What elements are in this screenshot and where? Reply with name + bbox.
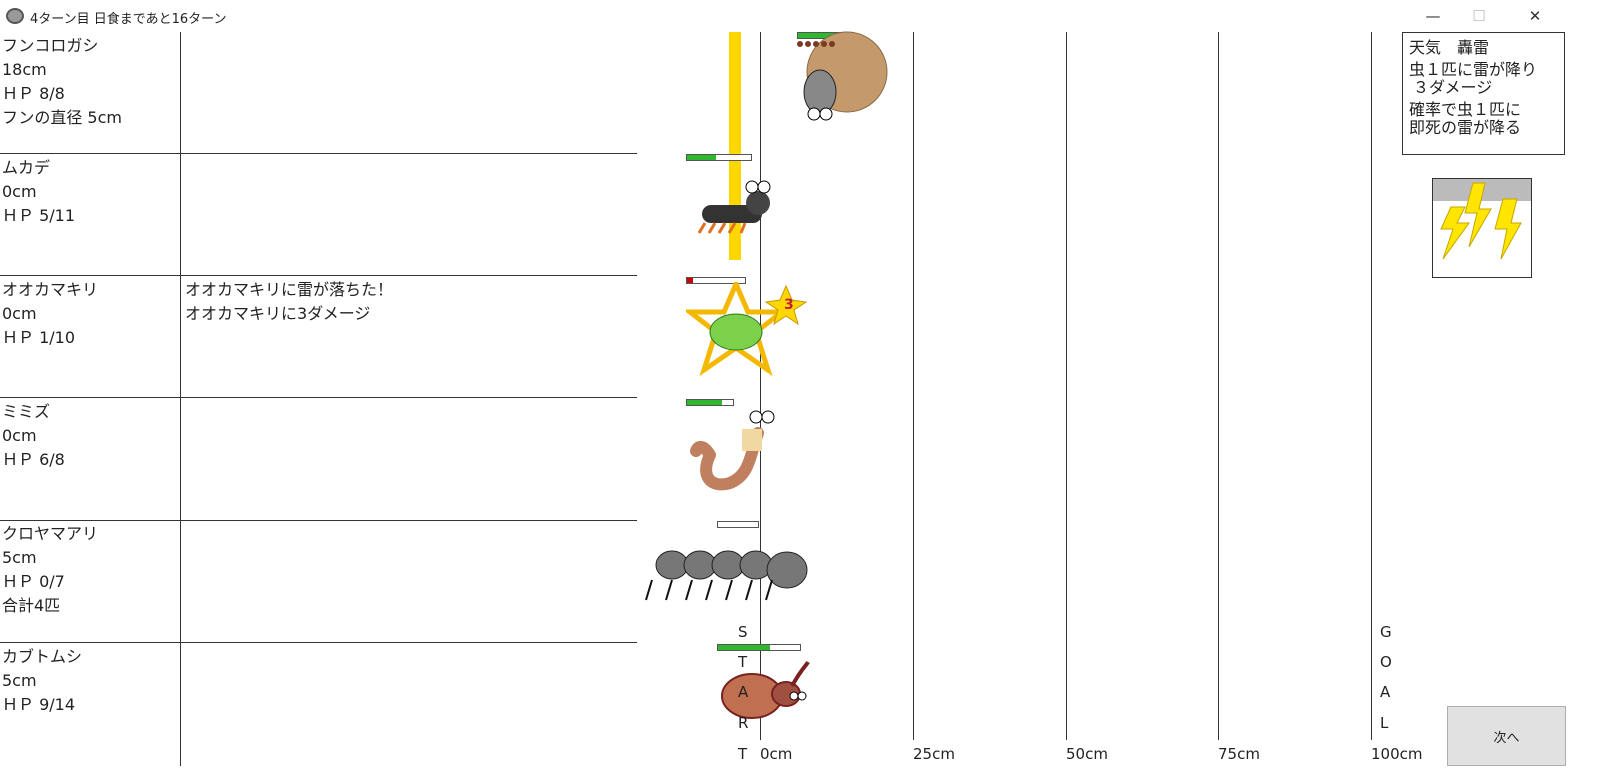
goal-letter: A [1380,683,1391,701]
window-title: 4ターン目 日食まであと16ターン [30,12,227,27]
bug-name: ムカデ [2,158,51,177]
hp-bar [686,277,746,284]
track-line-100 [1371,32,1372,740]
bug-hp: ＨＰ 0/7 [2,572,65,591]
bug-distance: 0cm [2,182,37,201]
thunder-icon [1432,178,1532,278]
mantis-sprite: 3 [686,282,808,377]
minimize-button[interactable]: — [1425,7,1441,25]
bug-hp: ＨＰ 5/11 [2,206,76,225]
goal-letter: G [1380,623,1392,641]
weather-desc: 確率で虫１匹に [1409,100,1522,119]
tick-label: 100cm [1371,745,1423,763]
track-line-50 [1066,32,1067,740]
hp-bar [686,399,734,406]
bug-info-ookamakiri: オオカマキリ 0cm ＨＰ 1/10 [2,278,98,350]
weather-desc: 即死の雷が降る [1409,118,1522,137]
weather-desc: 虫１匹に雷が降り [1409,60,1538,79]
hp-bar [686,154,752,161]
tick-label: 50cm [1066,745,1108,763]
title-bar: 4ターン目 日食まであと16ターン — ☐ ✕ [0,0,1602,32]
bug-distance: 0cm [2,426,37,445]
column-divider [180,32,181,766]
tick-label: 0cm [760,745,793,763]
centipede-sprite [697,180,771,234]
tick-label: 75cm [1218,745,1260,763]
bug-info-funkorogashi: フンコロガシ 18cm ＨＰ 8/8 フンの直径 5cm [2,34,122,130]
row-divider [0,153,637,154]
battle-log: オオカマキリに雷が落ちた！ オオカマキリに3ダメージ [185,278,393,326]
bug-distance: 5cm [2,671,37,690]
bug-name: ミミズ [2,402,51,421]
lightning-beam [729,32,741,260]
start-letter: A [738,683,749,701]
bug-distance: 5cm [2,548,37,567]
row-divider [0,642,637,643]
hp-bar [717,521,759,528]
track-line-25 [913,32,914,740]
next-button[interactable]: 次へ [1447,706,1566,766]
log-line: オオカマキリに雷が落ちた！ [185,280,394,299]
bug-name: オオカマキリ [2,280,99,299]
damage-number: 3 [784,297,794,313]
tick-label: 25cm [913,745,955,763]
bug-name: フンコロガシ [2,36,99,55]
track-line-75 [1218,32,1219,740]
bug-hp: ＨＰ 6/8 [2,450,65,469]
maximize-button[interactable]: ☐ [1472,7,1486,25]
row-divider [0,520,637,521]
bug-distance: 0cm [2,304,37,323]
goal-letter: O [1380,653,1392,671]
goal-letter: L [1380,714,1389,732]
log-line: オオカマキリに3ダメージ [185,304,371,323]
rhinoceros-beetle-sprite [721,660,810,719]
ants-sprite [645,550,808,601]
bug-hp: ＨＰ 9/14 [2,695,76,714]
start-letter: T [738,745,748,763]
close-button[interactable]: ✕ [1528,7,1542,25]
bug-hp: ＨＰ 1/10 [2,328,76,347]
weather-panel: 天気 轟雷 虫１匹に雷が降り ３ダメージ 確率で虫１匹に 即死の雷が降る [1402,32,1565,155]
dung-beetle-sprite [797,31,888,121]
hp-bar [717,644,801,651]
row-divider [0,397,637,398]
bug-extra: フンの直径 5cm [2,108,122,127]
weather-title: 天気 轟雷 [1409,38,1490,57]
track-line-0 [760,32,761,740]
bug-extra: 合計4匹 [2,596,61,615]
bug-info-kuroyamaari: クロヤマアリ 5cm ＨＰ 0/7 合計4匹 [2,522,98,618]
bug-info-mimizu: ミミズ 0cm ＨＰ 6/8 [2,400,65,472]
bug-info-kabutomushi: カブトムシ 5cm ＨＰ 9/14 [2,645,82,717]
start-letter: R [738,714,749,732]
start-letter: S [738,623,748,641]
bug-name: クロヤマアリ [2,524,99,543]
bug-hp: ＨＰ 8/8 [2,84,65,103]
app-icon [6,8,24,24]
weather-desc: ３ダメージ [1413,78,1493,97]
bug-name: カブトムシ [2,647,83,666]
row-divider [0,275,637,276]
start-letter: T [738,653,748,671]
bug-info-mukade: ムカデ 0cm ＨＰ 5/11 [2,156,75,228]
earthworm-sprite [690,410,775,491]
bug-distance: 18cm [2,60,47,79]
